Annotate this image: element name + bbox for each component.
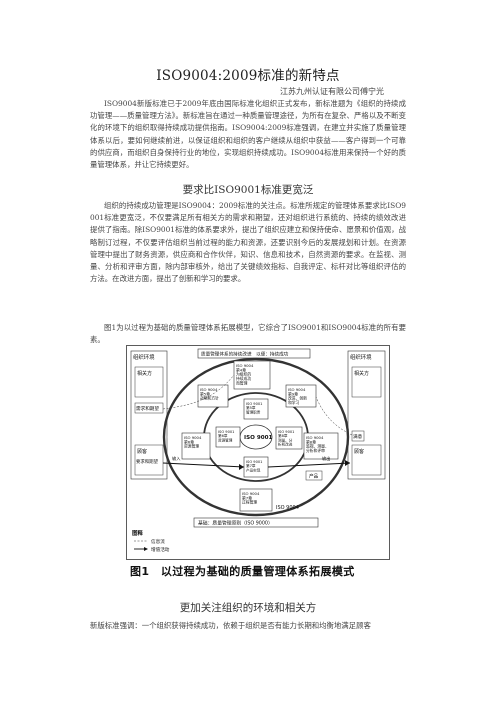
needs-label: 需求和期望	[136, 405, 159, 412]
input-arrow	[162, 462, 245, 468]
qms-model-figure: 组织环境 相关方 需求和期望 顾客 要求和期望 组织环境 相关方 满意 顾客 质…	[126, 345, 390, 560]
intro-paragraph: ISO9004新版标准已于2009年底由国际标准化组织正式发布，新标准题为《组织…	[90, 99, 406, 170]
center-label: ISO 9001	[244, 435, 272, 441]
base-banner-box	[193, 517, 319, 528]
legend-value-arrowhead	[144, 547, 148, 551]
box-clause6	[181, 432, 211, 460]
org-env-left-label: 组织环境	[133, 353, 155, 361]
product-label: 产品	[309, 473, 319, 480]
satisfaction-box	[351, 430, 365, 442]
info-flow-left	[162, 374, 235, 410]
customer-requirements-label: 要求和期望	[136, 458, 159, 465]
product-box	[305, 470, 323, 481]
customer-left-label: 顾客	[137, 448, 147, 455]
satisfaction-label: 满意	[353, 433, 363, 440]
org-env-right-box	[347, 350, 386, 480]
legend-value-label: 增值活动	[151, 546, 170, 553]
output-arrow	[267, 462, 351, 468]
input-arrowhead	[239, 464, 244, 470]
stakeholders-right-label: 相关方	[354, 370, 369, 377]
output-label: 输出	[322, 455, 330, 462]
inner-measure-box	[275, 426, 303, 450]
customer-right-box	[351, 444, 382, 476]
customer-left-box	[134, 444, 164, 476]
inner-mgmt-box	[243, 398, 269, 420]
legend-title: 图释	[132, 529, 143, 537]
section1-heading: 要求比ISO9001标准更宽泛	[182, 184, 314, 196]
box-clause7	[239, 488, 273, 512]
section1-paragraph-1: 组织的持续成功管理是ISO9004：2009标准的关注点。标准所规定的管理体系要…	[90, 201, 406, 284]
box-clause9	[285, 384, 317, 408]
box-clause4	[233, 360, 271, 390]
inner-resource-box	[215, 426, 241, 448]
output-arrowhead	[345, 460, 350, 466]
figure-caption: 图1 以过程为基础的质量管理体系拓展模式	[130, 565, 355, 578]
box-clause8	[303, 432, 339, 460]
legend-info-label: 信息流	[151, 538, 165, 545]
ring-label: ISO 9004	[276, 505, 299, 511]
box-clause5	[197, 384, 229, 408]
org-env-right-label: 组织环境	[350, 353, 372, 361]
section2-paragraph-1: 新版标准强调：一个组织获得持续成功，依赖于组织是否有能力长期和均衡地满足顾客	[90, 621, 371, 630]
section2-heading: 更加关注组织的环境和相关方	[179, 602, 317, 614]
needs-box	[134, 402, 164, 414]
outer-ring	[162, 357, 350, 517]
info-flow-right	[315, 396, 353, 436]
stakeholders-left-label: 相关方	[137, 370, 152, 377]
top-banner-label: 质量管理体系的持续改进 以便：持续成功	[201, 351, 289, 358]
section1-paragraph-2: 图1为以过程为基础的质量管理体系拓展模型，它综合了ISO9001和ISO9004…	[90, 323, 406, 345]
author-line: 江苏九州认证有限公司傅宁光	[280, 87, 384, 96]
input-label: 输入	[172, 455, 181, 462]
base-banner-label: 基础：质量管理原则（ISO 9000）	[198, 520, 273, 527]
customer-right-label: 顾客	[354, 448, 364, 455]
document-title: ISO9004:2009标准的新特点	[156, 68, 340, 84]
stakeholders-left-box	[134, 366, 164, 398]
stakeholders-right-box	[351, 366, 382, 398]
